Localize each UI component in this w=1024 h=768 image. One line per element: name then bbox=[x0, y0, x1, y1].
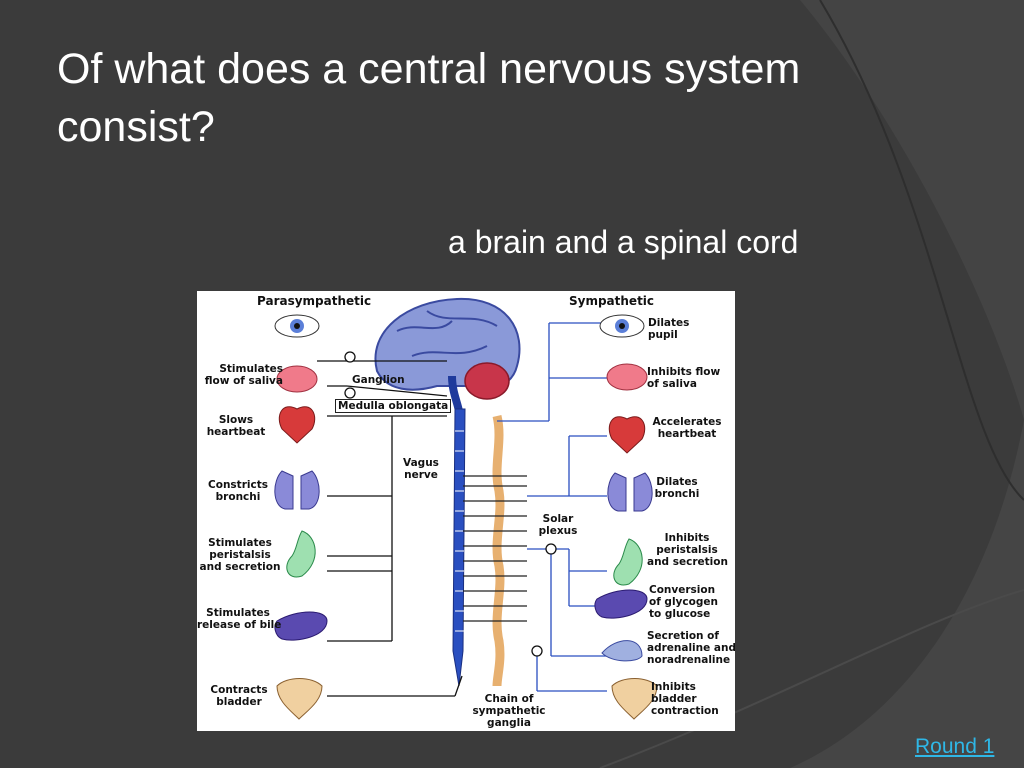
label-stimulates-peristalsis: Stimulates peristalsis and secretion bbox=[199, 537, 281, 573]
parasympathetic-header: Parasympathetic bbox=[257, 294, 372, 308]
label-solar-plexus: Solar plexus bbox=[538, 513, 578, 537]
sympathetic-header: Sympathetic bbox=[569, 294, 655, 308]
brain-illustration bbox=[374, 297, 521, 412]
nervous-system-diagram: Parasympathetic Sympathetic Stimulates f… bbox=[197, 291, 735, 731]
right-stomach-icon bbox=[613, 538, 643, 586]
slide-title: Of what does a central nervous system co… bbox=[57, 45, 801, 151]
sympathetic-chain bbox=[492, 414, 505, 687]
label-inhibits-saliva: Inhibits flow of saliva bbox=[647, 366, 721, 390]
right-bladder-icon bbox=[611, 678, 658, 720]
left-salivary-gland-icon bbox=[276, 365, 318, 393]
spinal-cord bbox=[452, 408, 466, 687]
ganglion-node bbox=[344, 387, 356, 399]
left-bladder-icon bbox=[276, 678, 323, 720]
label-slows-heartbeat: Slows heartbeat bbox=[206, 414, 266, 438]
left-lungs-icon bbox=[274, 470, 320, 510]
ganglion-node bbox=[531, 645, 543, 657]
right-liver-icon bbox=[594, 589, 648, 619]
label-inhibits-bladder: Inhibits bladder contraction bbox=[651, 681, 719, 717]
label-dilates-pupil: Dilates pupil bbox=[648, 317, 690, 341]
solar-plexus-node bbox=[545, 543, 557, 555]
left-heart-icon bbox=[278, 406, 316, 444]
label-ganglion: Ganglion bbox=[352, 374, 405, 386]
left-eye-icon bbox=[274, 314, 320, 338]
right-heart-icon bbox=[608, 416, 646, 454]
label-release-bile: Stimulates release of bile bbox=[197, 607, 282, 631]
right-adrenal-gland-icon bbox=[601, 640, 643, 662]
label-accelerates-heartbeat: Accelerates heartbeat bbox=[652, 416, 722, 440]
label-vagus-nerve: Vagus nerve bbox=[403, 457, 439, 481]
left-liver-icon bbox=[274, 611, 328, 641]
answer-text: a brain and a spinal cord bbox=[448, 224, 799, 260]
label-stimulates-saliva: Stimulates flow of saliva bbox=[204, 363, 283, 387]
left-stomach-icon bbox=[286, 530, 316, 578]
label-chain-ganglia: Chain of sympathetic ganglia bbox=[472, 693, 546, 729]
label-dilates-bronchi: Dilates bronchi bbox=[654, 476, 700, 500]
ganglion-node bbox=[344, 351, 356, 363]
label-constricts-bronchi: Constricts bronchi bbox=[208, 479, 268, 503]
diagram-artwork bbox=[274, 297, 658, 720]
label-medulla-oblongata: Medulla oblongata bbox=[335, 399, 452, 413]
round-1-link[interactable]: Round 1 bbox=[915, 735, 995, 758]
label-contracts-bladder: Contracts bladder bbox=[210, 684, 268, 708]
right-salivary-gland-icon bbox=[606, 363, 648, 391]
label-secretion-adrenaline: Secretion of adrenaline and noradrenalin… bbox=[647, 630, 735, 666]
right-eye-icon bbox=[599, 314, 645, 338]
label-inhibits-peristalsis: Inhibits peristalsis and secretion bbox=[647, 532, 728, 568]
label-conversion-glycogen: Conversion of glycogen to glucose bbox=[649, 584, 718, 620]
right-lungs-icon bbox=[607, 472, 653, 512]
